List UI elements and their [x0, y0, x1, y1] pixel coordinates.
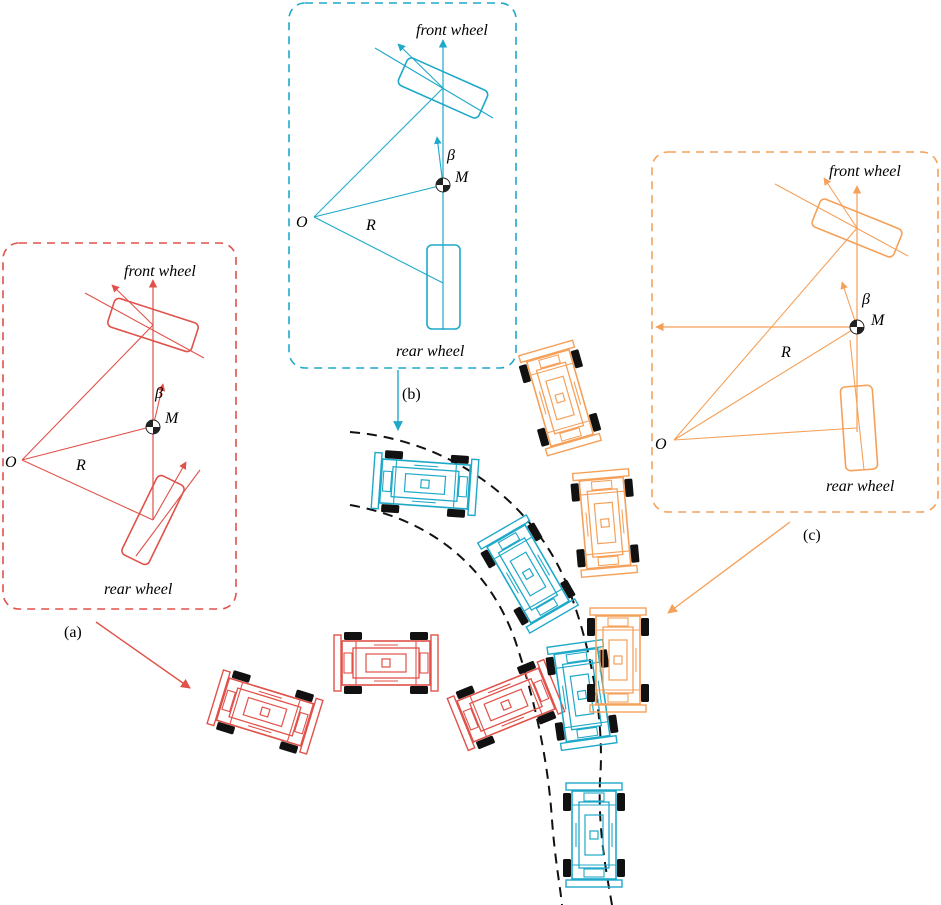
- panel-a-frame: [2, 242, 237, 610]
- trajectory-a: [205, 631, 567, 758]
- panel-c-line-O-front: [673, 227, 858, 441]
- panel-b-rear-wheel: [426, 244, 461, 330]
- panel-a-front-velocity-arrow: [111, 284, 154, 326]
- panel-c-M-label: M: [870, 312, 886, 329]
- panel-c-rear-wheel-axle: [849, 339, 865, 471]
- panel-b-caption: (b): [402, 386, 421, 403]
- panel-c-center-label: O: [655, 436, 667, 453]
- panel-a-caption: (a): [64, 624, 82, 641]
- panel-c-line-O-rear: [673, 427, 858, 441]
- robot-b-2: [474, 512, 582, 636]
- panel-c-frame: [651, 151, 939, 513]
- panel-c-velocity-M: [840, 281, 858, 328]
- panel-a-line-O-rear: [21, 459, 154, 521]
- panel-a-rear-velocity-arrow: [152, 461, 187, 521]
- panel-c-radius-label: R: [780, 344, 791, 361]
- panel-c-beta-label: β: [861, 291, 870, 308]
- panel-c-mass-center-symbol: [849, 319, 865, 335]
- panel-b-radius-label: R: [365, 217, 376, 234]
- panel-c-radius-R: [673, 326, 858, 441]
- panel-a-beta-label: β: [154, 385, 163, 402]
- panel-c-rear-wheel-label: rear wheel: [826, 478, 895, 495]
- panel-a-radius-label: R: [75, 457, 86, 474]
- panel-b-line-O-front: [313, 87, 444, 218]
- panel-a-front-wheel-label: front wheel: [124, 263, 196, 280]
- panel-b-front-velocity-arrow: [397, 43, 444, 89]
- panel-b-front-wheel-label: front wheel: [416, 22, 488, 39]
- panel-c-caption: (c): [803, 527, 821, 544]
- panel-c-pointer-arrow: [667, 521, 791, 614]
- trajectory-b: [370, 448, 626, 888]
- panel-c-front-velocity-arrow: [823, 177, 858, 229]
- panel-a-front-wheel-axle: [84, 292, 205, 359]
- robot-c-1: [515, 338, 605, 458]
- panel-c: front wheel rear wheel O R β M (c): [651, 151, 939, 614]
- panel-a-M-label: M: [164, 410, 180, 427]
- robot-b-4: [562, 782, 626, 888]
- panel-a-mass-center-symbol: [145, 419, 161, 435]
- panel-a: front wheel rear wheel O R β M (a): [2, 242, 237, 689]
- panel-b-beta-label: β: [446, 147, 455, 164]
- panel-a-front-wheel: [107, 297, 199, 353]
- panel-b-velocity-M: [434, 136, 444, 186]
- panel-b-frame: [288, 2, 517, 369]
- panel-b: front wheel rear wheel O R β M (b): [288, 2, 517, 431]
- panel-c-front-wheel-axle: [774, 183, 909, 257]
- panel-b-line-O-rear: [313, 216, 444, 284]
- panel-b-M-label: M: [454, 169, 470, 186]
- panel-b-mass-center-symbol: [435, 177, 451, 193]
- panel-b-center-label: O: [296, 214, 308, 231]
- track-inner-boundary: [349, 504, 563, 905]
- robot-a-1: [205, 666, 325, 758]
- robot-c-2: [568, 467, 642, 579]
- panel-b-front-wheel-axle: [374, 47, 494, 119]
- panel-a-rear-wheel-label: rear wheel: [104, 581, 173, 598]
- panel-a-rear-wheel-axle: [135, 469, 201, 557]
- robot-b-1: [370, 448, 480, 520]
- robot-a-2: [333, 631, 439, 695]
- panel-c-front-wheel-label: front wheel: [829, 163, 901, 180]
- panel-c-front-wheel: [811, 198, 903, 258]
- track-outer-boundary: [349, 431, 613, 905]
- robot-c-3: [586, 607, 650, 713]
- panel-a-center-label: O: [5, 454, 17, 471]
- panel-b-rear-wheel-label: rear wheel: [396, 343, 465, 360]
- panel-b-radius-R: [313, 184, 444, 218]
- track: [349, 431, 613, 905]
- panel-a-line-O-front: [21, 324, 154, 461]
- panel-a-pointer-arrow: [95, 621, 191, 689]
- panel-a-radius-R: [21, 426, 151, 461]
- panel-b-front-wheel: [397, 57, 489, 119]
